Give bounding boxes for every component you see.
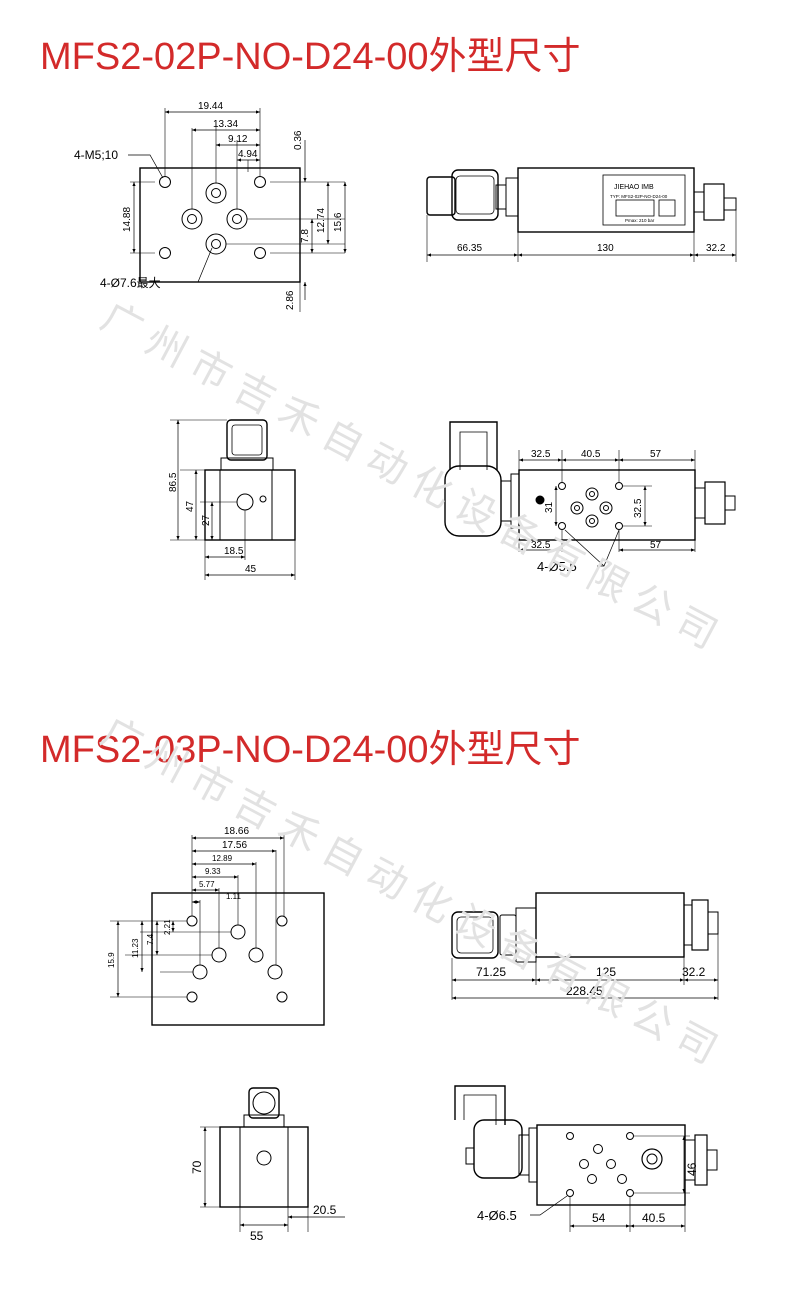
dim-14-88: 14.88: [122, 207, 133, 232]
d1-port-dim-texts: 19.44 13.34 9.12 4.94 0.36 14.88 12.74 1…: [74, 101, 344, 310]
d2-port-view: [110, 835, 325, 1026]
dim-15-6: 15.6: [333, 212, 344, 232]
dim-1-11: 1.11: [226, 892, 242, 901]
dim-71-25: 71.25: [476, 965, 506, 979]
dim-54: 54: [592, 1211, 606, 1225]
d2-side-view: [451, 892, 719, 1000]
dim-55: 55: [250, 1229, 264, 1243]
d1-port-view: [128, 108, 347, 312]
dim-18-5: 18.5: [224, 546, 244, 557]
dim-12-74: 12.74: [316, 208, 327, 233]
dim-32-2: 32.2: [706, 243, 726, 254]
dim-86-5: 86.5: [168, 472, 179, 492]
dim-228-45: 228.45: [566, 984, 603, 998]
d1-end-view: [170, 419, 296, 580]
d2-top-texts: 54 40.5 46 4-Ø6.5: [477, 1162, 699, 1225]
top-hole-label-2: 4-Ø6.5: [477, 1208, 517, 1223]
dim-9-12: 9.12: [228, 134, 248, 145]
dim-12-89: 12.89: [212, 854, 233, 863]
d1-side-view: [426, 167, 737, 262]
dim-130: 130: [597, 243, 614, 254]
d2-top-view: [454, 1085, 718, 1232]
nameplate-brand: JIEHAO IMB: [614, 184, 654, 191]
dim-31: 31: [544, 501, 555, 513]
thread-label: 4-M5;10: [74, 148, 118, 162]
dim-70: 70: [190, 1160, 204, 1174]
d1-top-texts: 32.5 40.5 57 31 32.5 32.5 57 4-Ø5.5: [531, 449, 662, 574]
dim-32-5-a: 32.5: [531, 449, 551, 460]
dim-5-77: 5.77: [199, 880, 215, 889]
dim-2-86: 2.86: [285, 290, 296, 310]
diagram-2-title: MFS2-03P-NO-D24-00外型尺寸: [40, 729, 581, 771]
hole-label: 4-Ø7.6最大: [100, 276, 161, 290]
d1-side-texts: JIEHAO IMB TYP: MFS2-02P-NO-D24-00 Pmax:…: [457, 184, 726, 254]
dim-40-5-b: 40.5: [642, 1211, 666, 1225]
dim-11-23: 11.23: [131, 938, 140, 958]
d1-top-view: [444, 421, 736, 567]
dim-46: 46: [685, 1162, 699, 1176]
dim-66-35: 66.35: [457, 243, 482, 254]
d2-end-texts: 70 55 20.5: [190, 1160, 337, 1243]
dim-4-94: 4.94: [238, 149, 258, 160]
dim-20-5: 20.5: [313, 1203, 337, 1217]
d2-port-texts: 18.66 17.56 12.89 9.33 5.77 1.11 2.21 7.…: [107, 826, 249, 968]
dim-27: 27: [201, 514, 212, 526]
dim-18-66: 18.66: [224, 826, 249, 837]
dim-13-34: 13.34: [213, 119, 238, 130]
dim-17-56: 17.56: [222, 840, 247, 851]
dim-40-5: 40.5: [581, 449, 601, 460]
dim-32-5-c: 32.5: [531, 540, 551, 551]
nameplate-type: TYP: MFS2-02P-NO-D24-00: [610, 194, 668, 199]
top-hole-label: 4-Ø5.5: [537, 559, 577, 574]
dim-15-9: 15.9: [107, 952, 116, 968]
dim-57-a: 57: [650, 449, 662, 460]
dim-7-8: 7.8: [300, 229, 311, 243]
dim-9-33: 9.33: [205, 867, 221, 876]
dim-125: 125: [596, 965, 616, 979]
d2-end-view: [200, 1087, 345, 1232]
dim-7-4: 7.4: [146, 933, 155, 945]
dim-47: 47: [185, 500, 196, 512]
dim-57-b: 57: [650, 540, 662, 551]
d1-end-texts: 86.5 47 27 18.5 45: [168, 472, 257, 575]
diagram-1-title: MFS2-02P-NO-D24-00外型尺寸: [40, 36, 581, 78]
dim-32-2-b: 32.2: [682, 965, 706, 979]
nameplate-pmax: Pmax: 210 bar: [625, 218, 655, 223]
dim-32-5-b: 32.5: [633, 498, 644, 518]
dim-45: 45: [245, 564, 257, 575]
dim-19-44: 19.44: [198, 101, 223, 112]
dim-2-21: 2.21: [163, 919, 172, 935]
dim-0-36: 0.36: [293, 130, 304, 150]
d2-side-texts: 71.25 125 32.2 228.45: [476, 965, 706, 998]
